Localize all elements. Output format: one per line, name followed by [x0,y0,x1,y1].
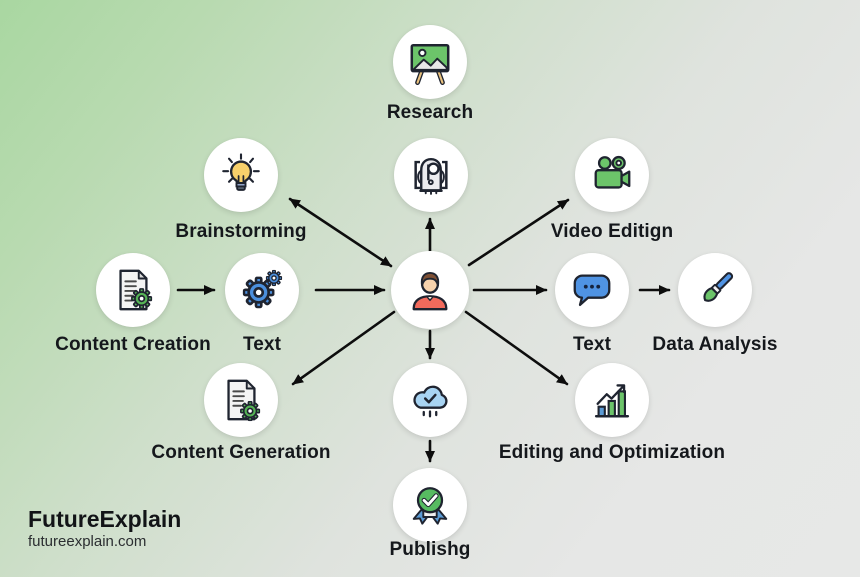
node-brainstorming [204,138,278,212]
robot-icon [414,157,448,195]
document-gear-icon [119,269,153,311]
speech-bubble-icon [573,274,611,307]
branding: FutureExplain futureexplain.com [28,506,181,550]
label-content-creation: Content Creation [55,334,211,355]
document-gear-icon [227,379,261,422]
label-brainstorming: Brainstorming [175,221,307,242]
node-research [393,25,467,99]
node-person [391,251,469,329]
person-icon [412,271,448,311]
node-editing-optimization [575,363,649,437]
node-data-analysis [678,253,752,327]
label-text-gears: Text [242,334,282,355]
label-editing-optimization: Editing and Optimization [498,442,726,463]
node-content-creation [96,253,170,327]
arrow-person-to-editing-optimization [464,310,569,386]
node-text-chat [555,253,629,327]
gears-icon [242,269,283,309]
node-video-editing [575,138,649,212]
node-ai-robot [394,138,468,212]
bar-chart-icon [594,384,630,418]
label-data-analysis: Data Analysis [652,334,778,355]
brand-name: FutureExplain [28,506,182,532]
paintbrush-icon [703,272,734,302]
badge-check-icon [412,487,448,525]
node-publishing [393,468,467,542]
label-text-chat: Text [572,334,612,355]
lightbulb-icon [222,153,260,191]
label-video-editing: Video Editign [550,221,674,242]
label-content-generation: Content Generation [151,442,331,463]
label-research: Research [386,102,474,123]
easel-picture-icon [410,43,450,85]
cloud-check-icon [413,385,448,418]
brand-url: futureexplain.com [28,533,147,551]
video-camera-icon [594,155,631,189]
label-publishing: Publishg [389,539,471,560]
arrow-person-to-content-generation [291,310,396,386]
node-content-generation [204,363,278,437]
node-text-gears [225,253,299,327]
node-cloud [393,363,467,437]
